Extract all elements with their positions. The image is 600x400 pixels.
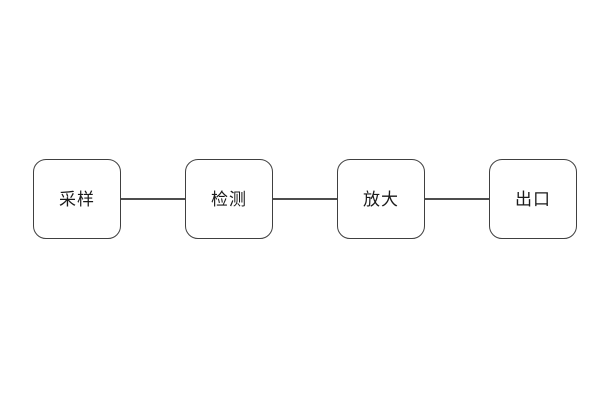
flow-row: 采样 检测 放大 出口 (33, 159, 577, 239)
connector-line-1 (121, 198, 185, 200)
flow-node-detection-label: 检测 (211, 189, 247, 209)
flow-node-amplification-label: 放大 (363, 189, 399, 209)
flow-node-outlet: 出口 (489, 159, 577, 239)
flow-node-sampling: 采样 (33, 159, 121, 239)
flow-node-outlet-label: 出口 (515, 189, 551, 209)
flow-node-detection: 检测 (185, 159, 273, 239)
flow-node-amplification: 放大 (337, 159, 425, 239)
flow-node-sampling-label: 采样 (59, 189, 95, 209)
connector-line-3 (425, 198, 489, 200)
connector-line-2 (273, 198, 337, 200)
